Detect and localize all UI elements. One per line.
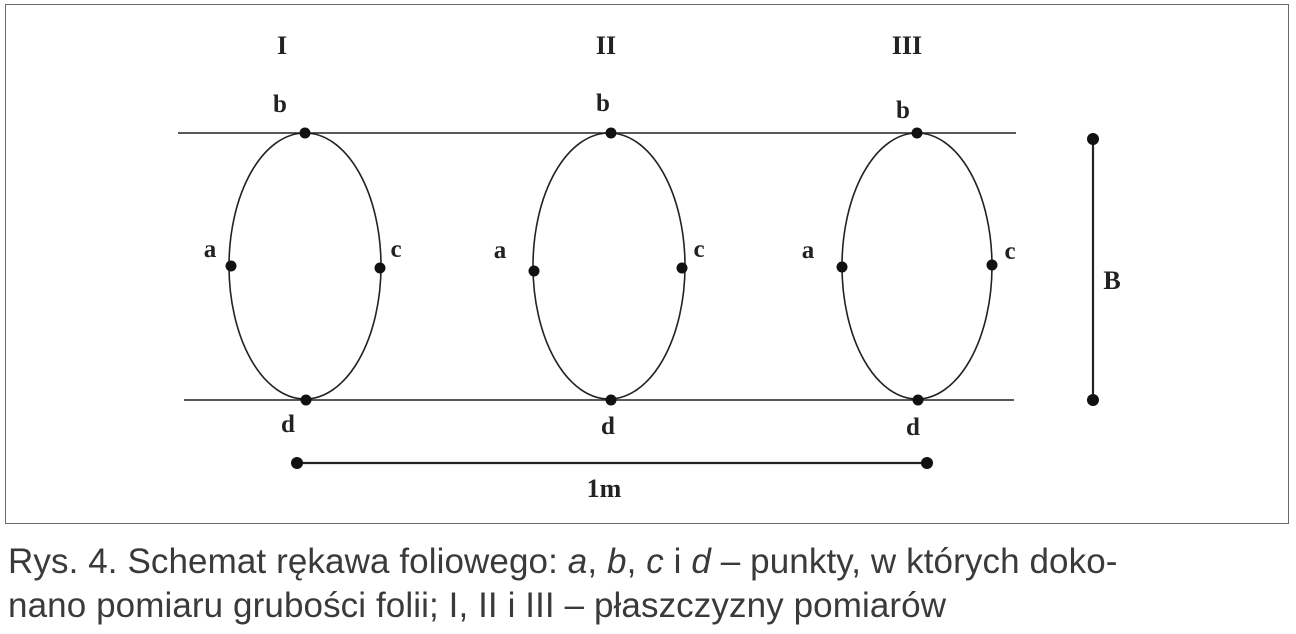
- plane-1-point-a: [225, 260, 237, 272]
- width-dimension-top-dot: [1087, 133, 1099, 145]
- plane-2-point-c: [676, 262, 688, 274]
- plane-1-label-c: c: [390, 236, 401, 263]
- plane-2-point-d: [605, 394, 617, 406]
- plane-1-label-b: b: [273, 91, 287, 118]
- plane-1: I b a c d: [204, 31, 402, 438]
- plane-1-ellipse: [228, 132, 382, 400]
- caption-line-1-rest: – punkty, w których doko-: [710, 542, 1118, 581]
- plane-2-point-b: [605, 127, 617, 139]
- plane-3-point-a: [836, 261, 848, 273]
- plane-2-label: II: [596, 31, 616, 60]
- plane-3: III b a c d: [802, 31, 1016, 441]
- plane-2-label-a: a: [494, 237, 507, 264]
- plane-2-label-d: d: [601, 413, 615, 440]
- figure-caption: Rys. 4. Schemat rękawa foliowego: a, b, …: [8, 540, 1290, 628]
- plane-3-point-c: [986, 259, 998, 271]
- width-dimension-label: B: [1103, 266, 1120, 295]
- plane-1-label-a: a: [204, 236, 217, 263]
- plane-3-ellipse: [841, 132, 993, 400]
- film-sleeve-diagram: I b a c d II b a c d III b a c d: [178, 31, 1121, 503]
- plane-3-label-c: c: [1004, 238, 1015, 265]
- caption-point-c: c: [646, 542, 664, 581]
- distance-dimension-right-dot: [921, 457, 933, 469]
- plane-3-label-d: d: [906, 414, 920, 441]
- caption-point-b: b: [607, 542, 627, 581]
- caption-line-2: nano pomiaru grubości folii; I, II i III…: [8, 586, 947, 625]
- distance-dimension-left-dot: [291, 457, 303, 469]
- distance-dimension-label: 1m: [587, 474, 622, 503]
- plane-1-label: I: [277, 31, 287, 60]
- width-dimension-bottom-dot: [1087, 394, 1099, 406]
- plane-2-point-a: [528, 265, 540, 277]
- caption-point-d: d: [691, 542, 711, 581]
- caption-separator-2: ,: [626, 542, 647, 581]
- plane-1-label-d: d: [281, 411, 295, 438]
- figure-frame: [5, 4, 1289, 524]
- plane-1-point-b: [299, 127, 311, 139]
- caption-prefix: Rys. 4. Schemat rękawa foliowego:: [8, 542, 568, 581]
- caption-point-a: a: [567, 542, 588, 581]
- plane-2-label-b: b: [596, 90, 610, 117]
- plane-3-label-a: a: [802, 237, 815, 264]
- plane-3-point-d: [912, 394, 924, 406]
- plane-1-point-d: [300, 394, 312, 406]
- distance-dimension: 1m: [291, 457, 933, 503]
- plane-3-label-b: b: [896, 97, 910, 124]
- plane-2-ellipse: [532, 132, 686, 400]
- plane-3-label: III: [892, 31, 922, 60]
- plane-1-point-c: [374, 262, 386, 274]
- caption-separator-3: i: [663, 542, 692, 581]
- plane-2: II b a c d: [494, 31, 705, 440]
- caption-line-1: Rys. 4. Schemat rękawa foliowego: a, b, …: [8, 540, 1290, 584]
- caption-separator-1: ,: [587, 542, 607, 581]
- width-dimension: B: [1087, 133, 1121, 406]
- plane-3-point-b: [911, 127, 923, 139]
- plane-2-label-c: c: [693, 236, 704, 263]
